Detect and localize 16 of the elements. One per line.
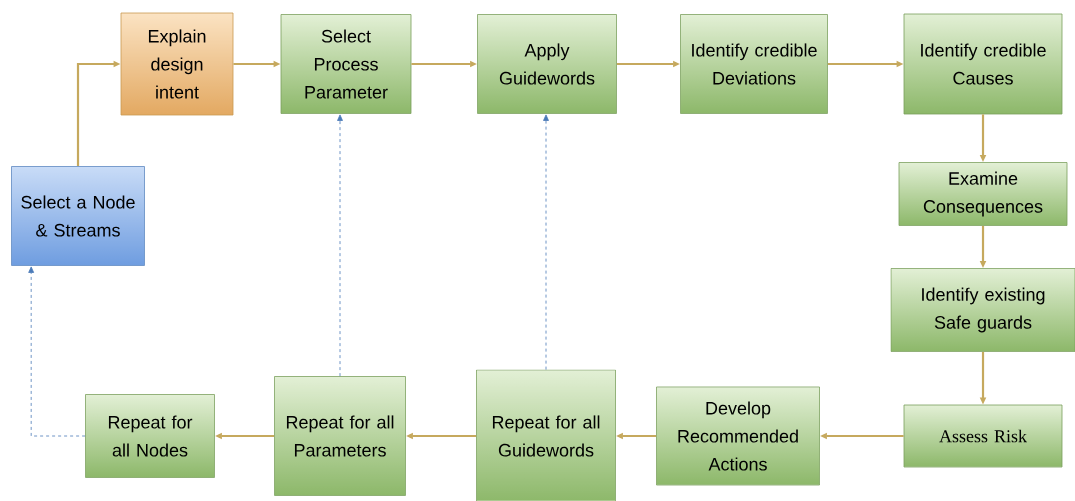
process-box: Identify credible Deviations bbox=[680, 14, 828, 114]
process-box: Examine Consequences bbox=[898, 162, 1068, 226]
process-box: Repeat for all Nodes bbox=[85, 394, 215, 478]
process-box: Repeat for all Guidewords bbox=[476, 369, 616, 501]
process-box: Repeat for all Parameters bbox=[274, 376, 406, 496]
process-box: Identify existing Safe guards bbox=[890, 268, 1075, 352]
arrow bbox=[543, 114, 549, 370]
process-box: Select a Node & Streams bbox=[11, 166, 145, 266]
arrow bbox=[337, 114, 343, 377]
process-box: Explain design intent bbox=[120, 12, 234, 116]
process-box: Select Process Parameter bbox=[280, 14, 412, 114]
process-box: Apply Guidewords bbox=[477, 14, 617, 114]
process-box: Identify credible Causes bbox=[903, 13, 1063, 115]
process-box: Assess Risk bbox=[903, 404, 1063, 468]
process-box: Develop Recommended Actions bbox=[656, 386, 820, 486]
arrow bbox=[28, 266, 86, 437]
